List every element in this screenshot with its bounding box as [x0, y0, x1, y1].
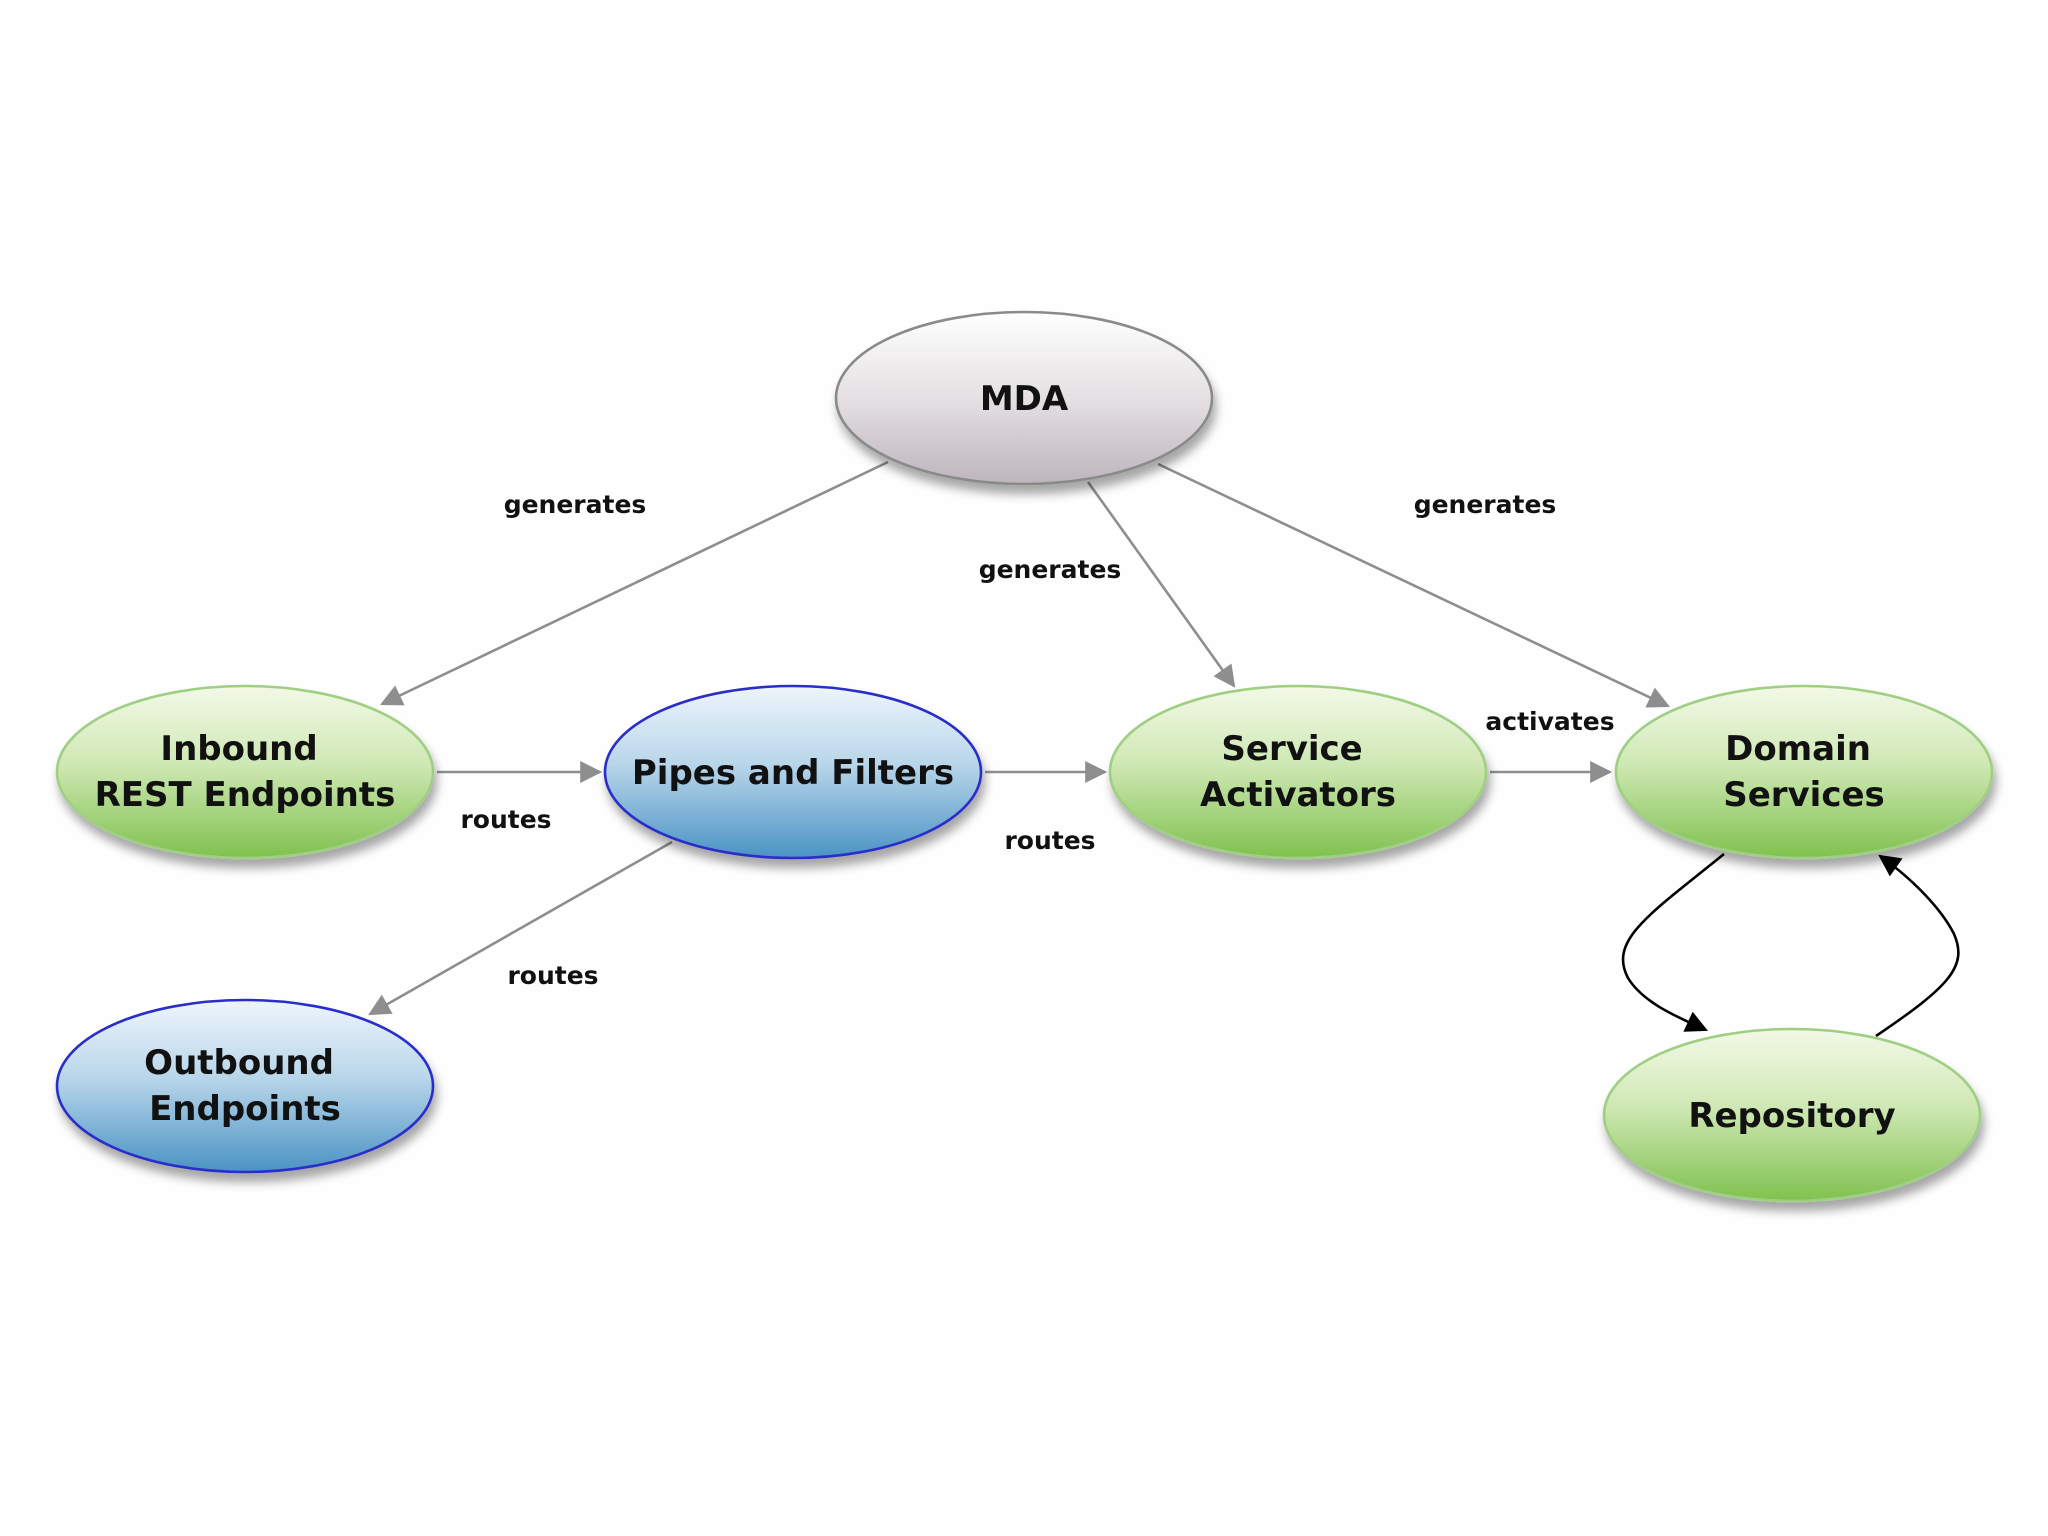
edge-mda-to-inbound — [380, 460, 889, 706]
node-service-label: Service Activators — [1200, 729, 1396, 815]
edge-mda-to-domain — [1157, 462, 1670, 708]
node-mda: MDA — [834, 310, 1214, 486]
node-pipes-shape — [603, 684, 983, 860]
node-outbound-label: Outbound Endpoints — [144, 1043, 346, 1129]
node-inbound: Inbound REST Endpoints — [55, 684, 435, 860]
edge-pipes-to-outbound — [368, 840, 673, 1016]
node-mda-shape — [834, 310, 1214, 486]
edge-mda-to-service — [1086, 481, 1236, 688]
edge-label-pipes-outbound: routes — [507, 961, 598, 990]
node-outbound-shape — [55, 998, 435, 1174]
node-domain-label: Domain Services — [1723, 729, 1885, 815]
edge-label-mda-service: generates — [979, 555, 1122, 584]
node-service-activators: Service Activators — [1108, 684, 1488, 860]
edge-label-service-domain: activates — [1485, 707, 1614, 736]
node-domain-shape — [1614, 684, 1994, 860]
node-inbound-shape — [55, 684, 435, 860]
edge-label-mda-inbound: generates — [504, 490, 647, 519]
edge-repository-to-domain — [1875, 854, 1960, 1038]
node-mda-label: MDA — [980, 379, 1069, 419]
node-pipes-and-filters: Pipes and Filters — [603, 684, 983, 860]
node-inbound-label: Inbound REST Endpoints — [95, 729, 396, 815]
node-service-shape — [1108, 684, 1488, 860]
edge-label-pipes-service: routes — [1004, 826, 1095, 855]
node-repository: Repository — [1602, 1027, 1982, 1203]
node-domain-services: Domain Services — [1614, 684, 1994, 860]
node-outbound-endpoints: Outbound Endpoints — [55, 998, 435, 1174]
edge-label-mda-domain: generates — [1414, 490, 1557, 519]
edge-domain-to-repository — [1621, 852, 1725, 1032]
edge-labels: generates generates generates routes rou… — [460, 490, 1614, 990]
node-repository-shape — [1602, 1027, 1982, 1203]
node-repository-label: Repository — [1688, 1096, 1895, 1136]
edges — [368, 460, 1960, 1038]
node-pipes-label: Pipes and Filters — [632, 753, 954, 793]
edge-label-inbound-pipes: routes — [460, 805, 551, 834]
